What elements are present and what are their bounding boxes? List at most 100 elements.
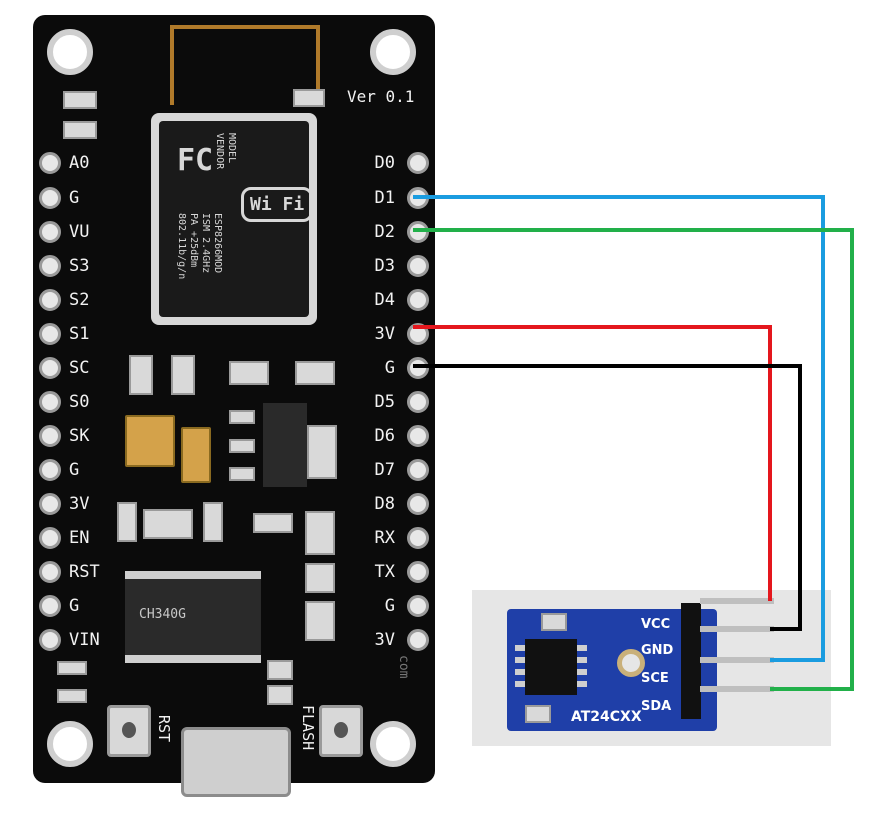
mount-hole-top-left bbox=[47, 29, 93, 75]
left-pin-label: RST bbox=[69, 562, 100, 582]
mount-hole-top-right bbox=[370, 29, 416, 75]
left-pin bbox=[39, 561, 61, 583]
right-pin bbox=[407, 459, 429, 481]
module-pin-sda: SDA bbox=[641, 699, 672, 714]
right-pin bbox=[407, 152, 429, 174]
tantalum-capacitor bbox=[181, 427, 211, 483]
smd-resistor bbox=[295, 361, 335, 385]
right-pin-label: D5 bbox=[374, 392, 395, 412]
mount-hole-bottom-left bbox=[47, 721, 93, 767]
module-pin-vcc: VCC bbox=[641, 617, 671, 632]
pcb-antenna bbox=[170, 25, 320, 105]
left-pin bbox=[39, 493, 61, 515]
chip-leg bbox=[577, 681, 587, 687]
left-pin bbox=[39, 527, 61, 549]
smd-resistor bbox=[63, 91, 97, 109]
fc-mark: FC bbox=[177, 143, 214, 178]
left-pin bbox=[39, 391, 61, 413]
eeprom-chip bbox=[525, 639, 577, 695]
right-pin bbox=[407, 425, 429, 447]
right-pin-label: D0 bbox=[374, 153, 395, 173]
wire-d2-sda bbox=[413, 228, 854, 691]
chip-leg bbox=[577, 657, 587, 663]
smd-resistor bbox=[541, 613, 567, 631]
chip-leg bbox=[515, 657, 525, 663]
usb-chip-label: CH340G bbox=[139, 607, 186, 622]
left-pin bbox=[39, 152, 61, 174]
micro-usb-port[interactable] bbox=[181, 727, 291, 797]
left-pin-label: S1 bbox=[69, 324, 90, 344]
header-pin-sda bbox=[700, 686, 774, 692]
left-pin bbox=[39, 221, 61, 243]
at24cxx-module: VCC GND SCE SDA AT24CXX bbox=[507, 603, 717, 731]
right-pin bbox=[407, 391, 429, 413]
chip-leg bbox=[515, 645, 525, 651]
chip-leg bbox=[515, 669, 525, 675]
right-pin-label: D1 bbox=[374, 188, 395, 208]
esp8266-module: FC Wi Fi MODEL VENDOR ESP8266MOD ISM 2.4… bbox=[151, 113, 317, 325]
smd-pad bbox=[229, 467, 255, 481]
smd-transistor bbox=[305, 511, 335, 555]
left-pin-label: SC bbox=[69, 358, 90, 378]
right-pin-label: G bbox=[384, 596, 395, 616]
voltage-regulator bbox=[263, 403, 307, 487]
left-pin bbox=[39, 595, 61, 617]
nodemcu-board: Ver 0.1 FC Wi Fi MODEL VENDOR ESP8266MOD… bbox=[33, 15, 435, 797]
left-pin-label: S2 bbox=[69, 290, 90, 310]
right-pin-label: G bbox=[384, 358, 395, 378]
chip-leg bbox=[577, 645, 587, 651]
version-label: Ver 0.1 bbox=[347, 87, 415, 106]
right-pin-label: RX bbox=[374, 528, 395, 548]
right-pin-label: D2 bbox=[374, 222, 395, 242]
smd-transistor bbox=[305, 601, 335, 641]
usb-serial-chip: CH340G bbox=[125, 571, 261, 663]
left-pin bbox=[39, 187, 61, 209]
left-pin bbox=[39, 425, 61, 447]
smd-led bbox=[267, 685, 293, 705]
left-pin bbox=[39, 459, 61, 481]
right-pin-label: D7 bbox=[374, 460, 395, 480]
left-pin bbox=[39, 255, 61, 277]
right-pin bbox=[407, 561, 429, 583]
pin-header bbox=[681, 603, 701, 719]
wire-d1-sce bbox=[413, 195, 825, 662]
module-pin-sce: SCE bbox=[641, 671, 669, 686]
left-pin-label: S3 bbox=[69, 256, 90, 276]
left-pin bbox=[39, 289, 61, 311]
left-pin-label: 3V bbox=[69, 494, 90, 514]
left-pin-label: G bbox=[69, 596, 80, 616]
smd-led bbox=[267, 660, 293, 680]
rst-button-cap bbox=[122, 722, 136, 738]
right-pin-label: 3V bbox=[374, 630, 395, 650]
right-pin-label: D6 bbox=[374, 426, 395, 446]
left-pin bbox=[39, 357, 61, 379]
header-pin-vcc bbox=[700, 598, 774, 604]
wire-g-gnd bbox=[413, 364, 802, 631]
chip-leg bbox=[577, 669, 587, 675]
flash-button-cap bbox=[334, 722, 348, 738]
smd-diode bbox=[57, 661, 87, 675]
smd-resistor bbox=[203, 502, 223, 542]
module-pin-gnd: GND bbox=[641, 643, 674, 658]
flash-button[interactable] bbox=[319, 705, 363, 757]
smd-resistor bbox=[525, 705, 551, 723]
right-pin bbox=[407, 527, 429, 549]
header-pin-sce bbox=[700, 657, 774, 663]
regulator-tab bbox=[307, 425, 337, 479]
left-pin-label: EN bbox=[69, 528, 90, 548]
wifi-badge: Wi Fi bbox=[241, 187, 314, 222]
rst-button[interactable] bbox=[107, 705, 151, 757]
right-pin-label: TX bbox=[374, 562, 395, 582]
smd-pad bbox=[229, 410, 255, 424]
crystal bbox=[143, 509, 193, 539]
left-pin-label: SK bbox=[69, 426, 90, 446]
right-pin-label: D3 bbox=[374, 256, 395, 276]
smd-transistor bbox=[253, 513, 293, 533]
right-pin-label: 3V bbox=[374, 324, 395, 344]
right-pin-label: D4 bbox=[374, 290, 395, 310]
module-title: AT24CXX bbox=[571, 709, 642, 725]
smd-diode bbox=[229, 361, 269, 385]
chip-leg bbox=[515, 681, 525, 687]
smd-pad bbox=[229, 439, 255, 453]
